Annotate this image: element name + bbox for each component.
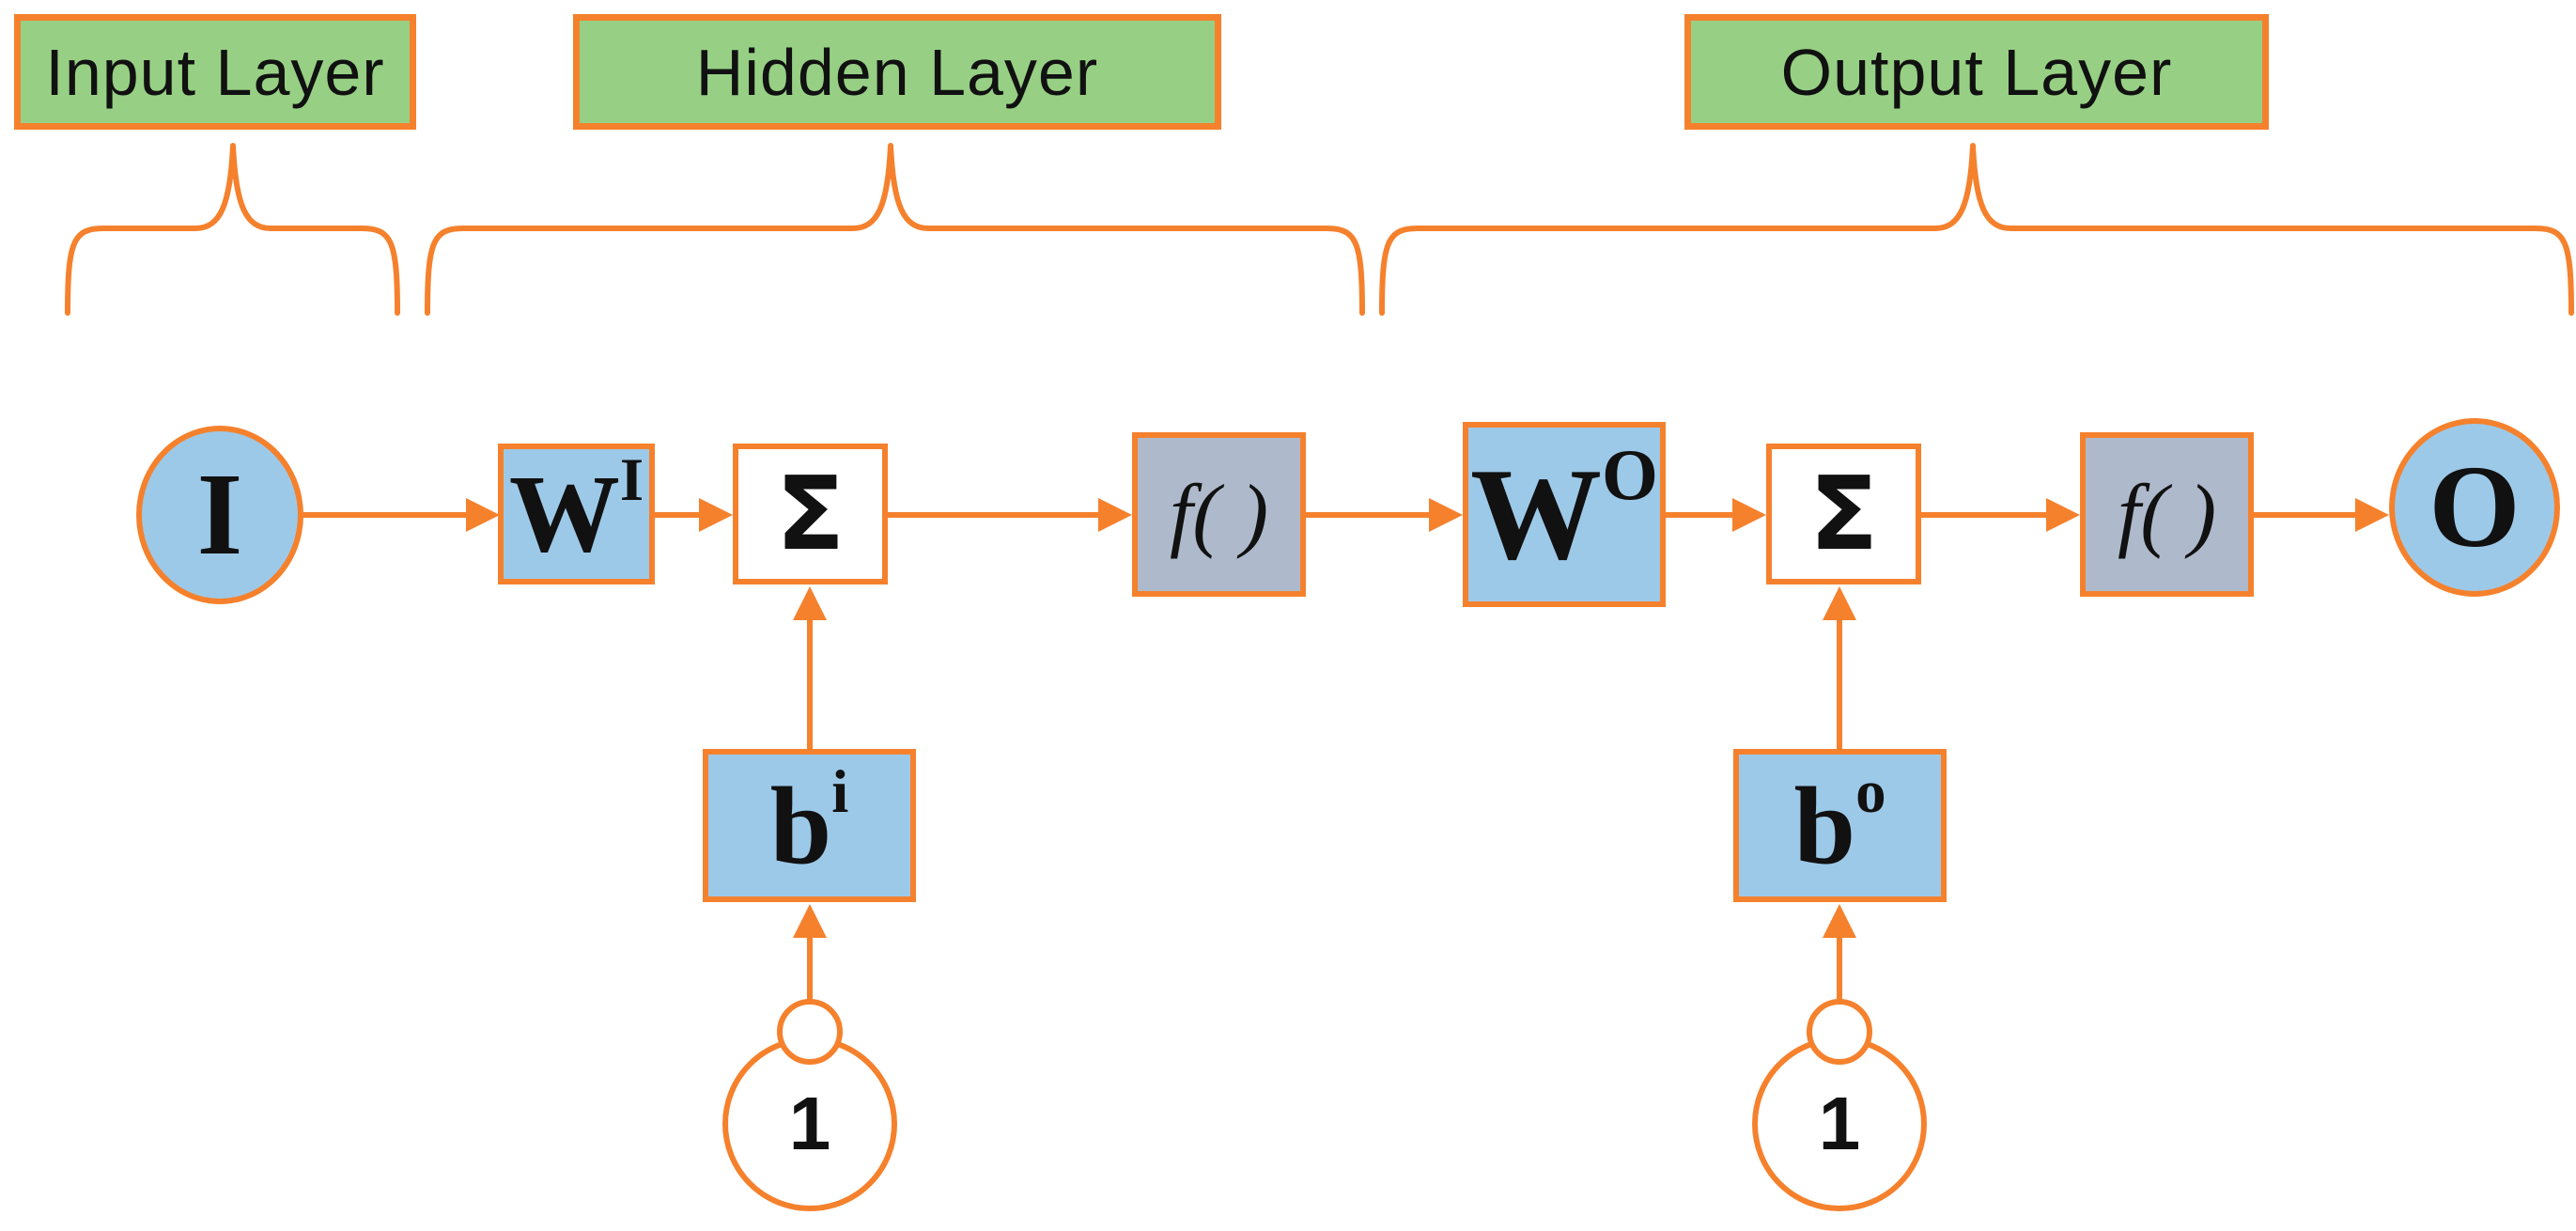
hidden-sum-box: Σ: [733, 444, 888, 584]
arrowhead-up-icon: [793, 904, 827, 938]
arrowhead-icon: [699, 498, 733, 532]
hidden-layer-brace: [425, 143, 1365, 316]
input-layer-label: Input Layer: [14, 14, 416, 130]
arrowhead-icon: [1098, 498, 1132, 532]
arrowhead-icon: [2355, 498, 2389, 532]
hidden-bias-unit-circle: 1: [722, 1036, 897, 1211]
output-node-label: O: [2429, 442, 2521, 572]
output-weight-label: W: [1470, 442, 1603, 587]
output-bias-unit-value: 1: [1818, 1082, 1861, 1165]
output-node: O: [2389, 418, 2560, 597]
output-layer-label: Output Layer: [1684, 14, 2269, 130]
hidden-weight-label: W: [508, 452, 620, 575]
output-sum-box: Σ: [1766, 444, 1921, 584]
output-bias-unit-circle: 1: [1752, 1036, 1927, 1211]
input-node-label: I: [196, 449, 243, 580]
arrowhead-icon: [1429, 498, 1463, 532]
hidden-layer-label: Hidden Layer: [573, 14, 1221, 130]
hidden-bias-label: b: [769, 763, 832, 887]
output-activation-box: f( ): [2080, 432, 2254, 597]
output-layer-brace: [1379, 143, 2574, 316]
arrowhead-icon: [1732, 498, 1766, 532]
hidden-activation-box: f( ): [1132, 432, 1306, 597]
input-node: I: [136, 426, 303, 604]
arrowhead-icon: [2046, 498, 2080, 532]
hidden-activation-label: f( ): [1169, 469, 1269, 560]
output-sum-label: Σ: [1808, 455, 1879, 573]
hidden-sum-label: Σ: [775, 455, 846, 573]
input-layer-brace: [65, 143, 400, 316]
hidden-bias-unit-value: 1: [788, 1082, 831, 1165]
output-bias-label: b: [1793, 763, 1856, 887]
arrowhead-up-icon: [1823, 904, 1856, 938]
hidden-bias-unit-small-circle: [777, 999, 843, 1065]
arrowhead-icon: [466, 498, 500, 532]
arrowhead-up-icon: [793, 586, 827, 620]
output-bias-unit-small-circle: [1807, 999, 1872, 1065]
arrowhead-up-icon: [1823, 586, 1856, 620]
output-activation-label: f( ): [2117, 469, 2217, 560]
